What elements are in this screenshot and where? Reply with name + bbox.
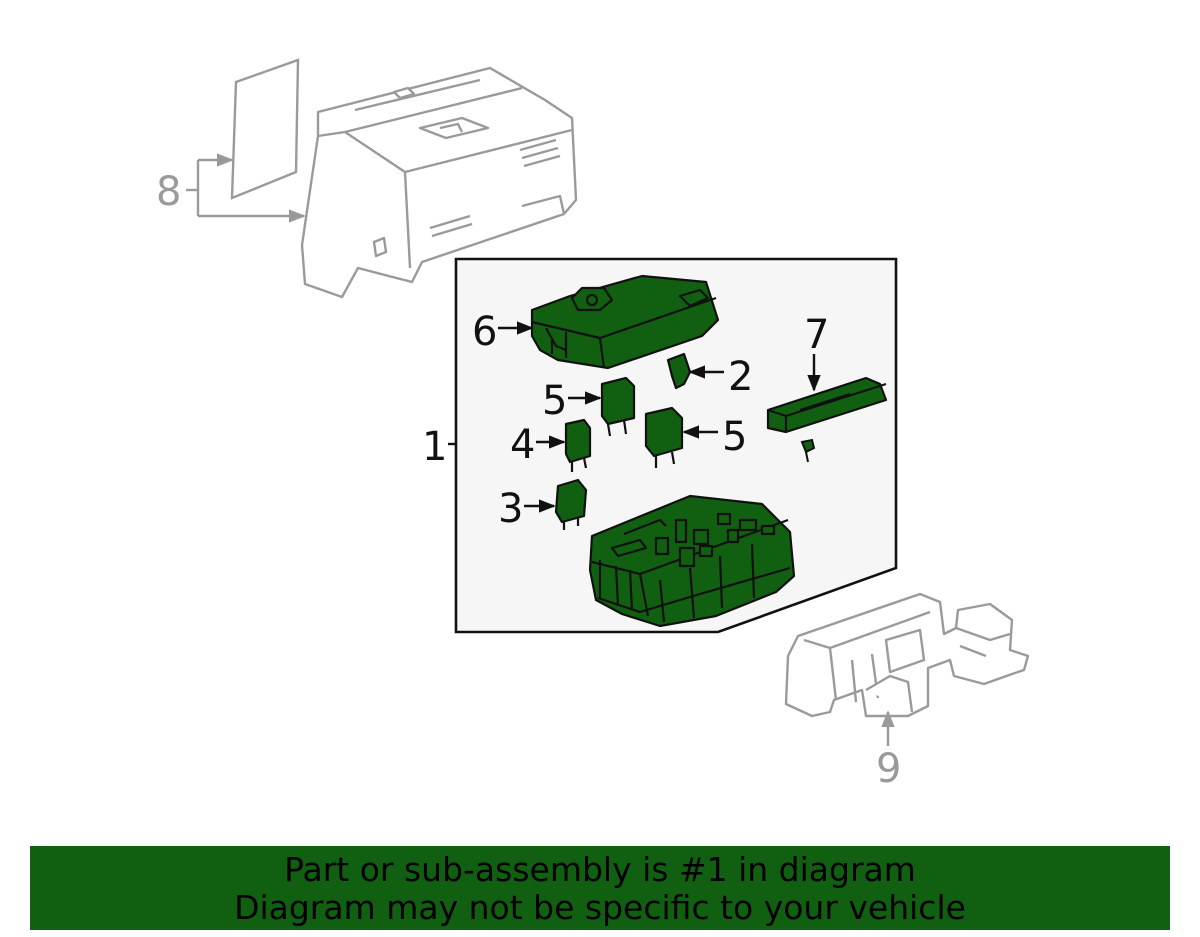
part-4-relay bbox=[564, 418, 592, 472]
part-7-strip bbox=[766, 376, 888, 434]
callout-9: 9 bbox=[876, 746, 901, 792]
banner-line-1: Part or sub-assembly is #1 in diagram bbox=[284, 850, 916, 889]
info-banner: Part or sub-assembly is #1 in diagram Di… bbox=[30, 846, 1170, 930]
part-7-screw bbox=[800, 438, 816, 463]
callout-3: 3 bbox=[498, 486, 523, 532]
callout-4: 4 bbox=[510, 422, 535, 468]
ghost-label-sheet bbox=[230, 58, 300, 200]
part-2-clip bbox=[666, 352, 692, 390]
callout-8-leader bbox=[186, 153, 306, 223]
ghost-cover-housing bbox=[300, 66, 578, 299]
callout-6: 6 bbox=[472, 309, 497, 355]
part-5-relay-lower bbox=[644, 406, 684, 468]
callout-2: 2 bbox=[728, 354, 753, 400]
callout-1: 1 bbox=[422, 424, 447, 470]
ghost-bracket-tray bbox=[784, 592, 1030, 718]
part-main-fuse-block bbox=[588, 494, 796, 628]
banner-line-2: Diagram may not be specific to your vehi… bbox=[234, 888, 966, 927]
callout-5-lower: 5 bbox=[722, 414, 747, 460]
callout-7: 7 bbox=[804, 312, 829, 358]
part-6-cover bbox=[530, 274, 720, 370]
part-3-fuse bbox=[554, 478, 588, 530]
callout-8: 8 bbox=[156, 169, 181, 215]
callout-5-upper: 5 bbox=[542, 378, 567, 424]
part-5-relay-upper bbox=[600, 376, 636, 437]
